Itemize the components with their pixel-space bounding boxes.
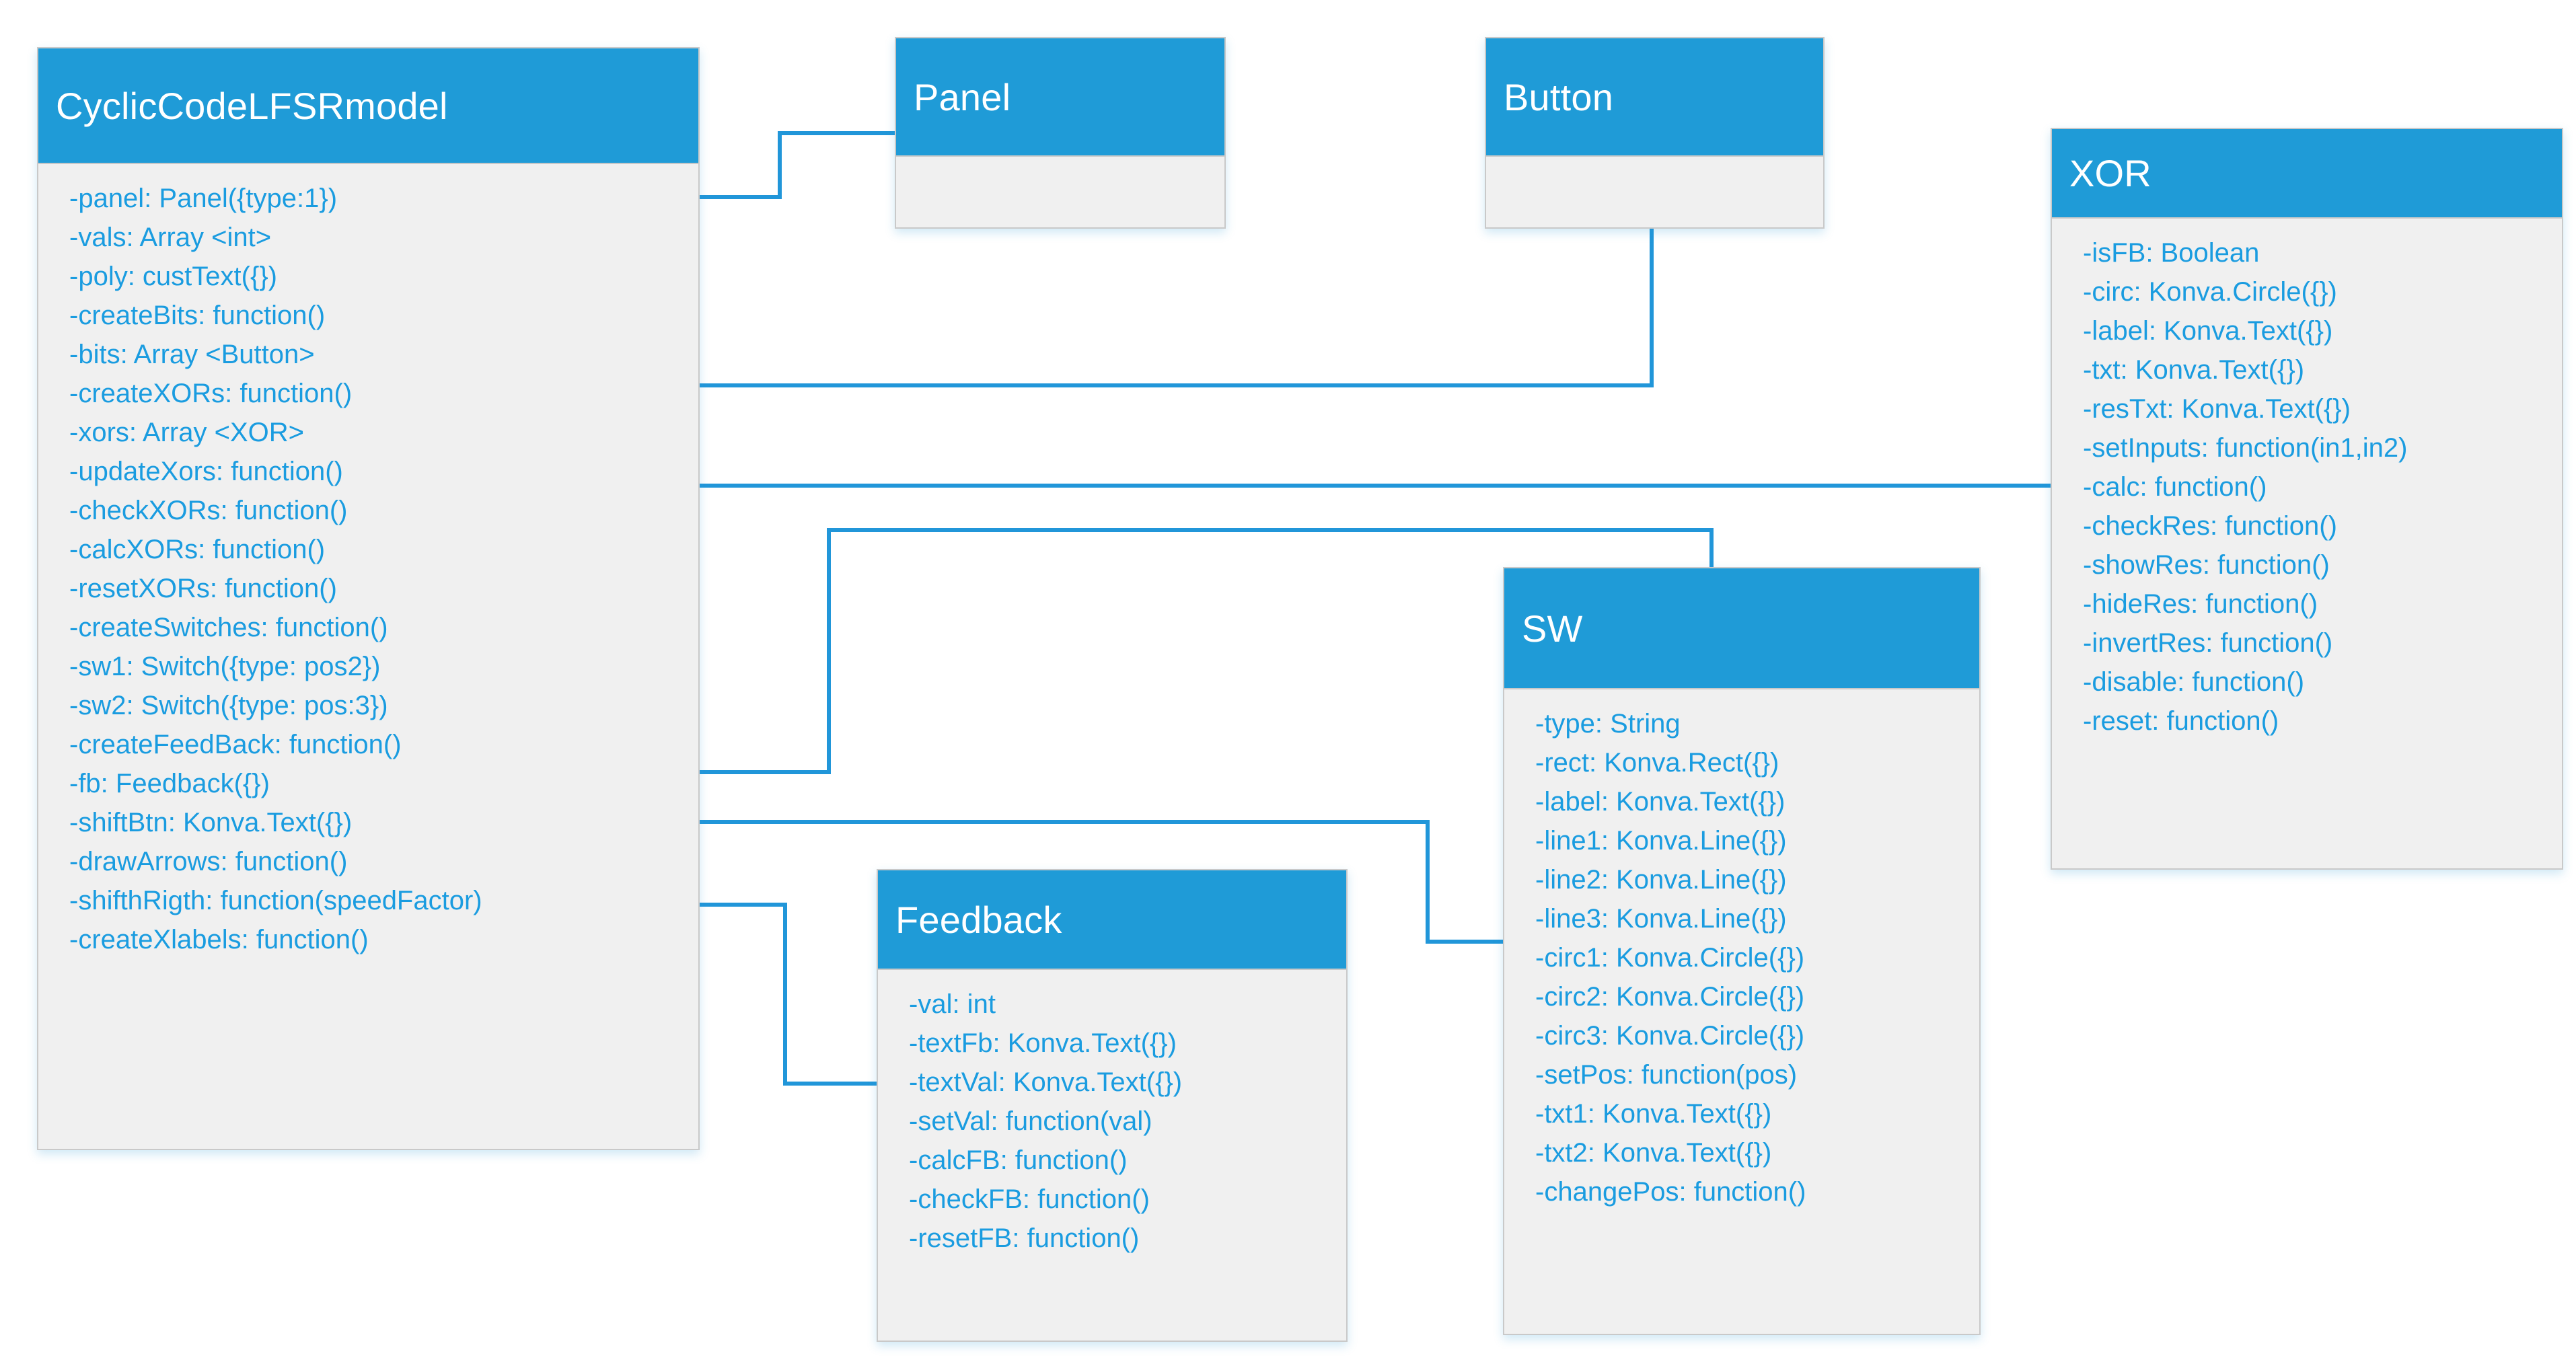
class-box-feedback[interactable]: Feedback -val: int -textFb: Konva.Text({… bbox=[877, 869, 1348, 1342]
member-item: -circ3: Konva.Circle({}) bbox=[1535, 1021, 1805, 1051]
member-item: -hideRes: function() bbox=[2083, 589, 2318, 619]
member-item: -resetXORs: function() bbox=[69, 574, 337, 603]
member-item: -line2: Konva.Line({}) bbox=[1535, 865, 1787, 895]
member-item: -calcFB: function() bbox=[909, 1145, 1128, 1175]
class-members-xor: -isFB: Boolean -circ: Konva.Circle({}) -… bbox=[2052, 219, 2562, 755]
class-title-feedback: Feedback bbox=[878, 870, 1346, 970]
connector-sw1-segment-1 bbox=[686, 770, 831, 774]
member-item: -type: String bbox=[1535, 709, 1681, 739]
member-item: -createXlabels: function() bbox=[69, 925, 369, 954]
member-item: -line1: Konva.Line({}) bbox=[1535, 826, 1787, 856]
class-box-cycliccodelfsrmodel[interactable]: CyclicCodeLFSRmodel -panel: Panel({type:… bbox=[37, 47, 700, 1150]
member-item: -createSwitches: function() bbox=[69, 613, 388, 642]
class-members-cycliccodelfsrmodel: -panel: Panel({type:1}) -vals: Array <in… bbox=[38, 164, 698, 974]
connector-bits-segment-1 bbox=[686, 383, 1654, 387]
class-members-sw: -type: String -rect: Konva.Rect({}) -lab… bbox=[1504, 689, 1979, 1226]
member-item: -setInputs: function(in1,in2) bbox=[2083, 433, 2408, 463]
member-item: -bits: Array <Button> bbox=[69, 340, 315, 369]
connector-sw1-segment-3 bbox=[827, 528, 1714, 532]
member-item: -checkRes: function() bbox=[2083, 511, 2337, 541]
member-item: -reset: function() bbox=[2083, 706, 2279, 736]
member-item: -shifthRigth: function(speedFactor) bbox=[69, 886, 482, 915]
class-box-xor[interactable]: XOR -isFB: Boolean -circ: Konva.Circle({… bbox=[2051, 128, 2563, 870]
class-title-cycliccodelfsrmodel: CyclicCodeLFSRmodel bbox=[38, 48, 698, 164]
connector-sw2-segment-3 bbox=[1426, 940, 1503, 944]
connector-fb-segment-2 bbox=[783, 903, 787, 1086]
member-item: -drawArrows: function() bbox=[69, 847, 348, 876]
class-title-button: Button bbox=[1486, 38, 1823, 157]
member-item: -createXORs: function() bbox=[69, 379, 353, 408]
member-item: -calc: function() bbox=[2083, 472, 2267, 502]
member-item: -showRes: function() bbox=[2083, 550, 2330, 580]
member-item: -textFb: Konva.Text({}) bbox=[909, 1028, 1177, 1058]
member-item: -createFeedBack: function() bbox=[69, 730, 402, 759]
member-item: -changePos: function() bbox=[1535, 1177, 1806, 1207]
member-item: -setVal: function(val) bbox=[909, 1106, 1152, 1136]
member-item: -sw1: Switch({type: pos2}) bbox=[69, 652, 381, 681]
member-item: -checkXORs: function() bbox=[69, 496, 348, 525]
member-item: -circ2: Konva.Circle({}) bbox=[1535, 982, 1805, 1012]
member-item: -val: int bbox=[909, 989, 996, 1019]
member-item: -updateXors: function() bbox=[69, 457, 343, 486]
connector-panel-segment-1 bbox=[686, 195, 782, 199]
member-item: -xors: Array <XOR> bbox=[69, 418, 304, 447]
member-item: -circ: Konva.Circle({}) bbox=[2083, 277, 2337, 307]
connector-sw1-segment-4 bbox=[1709, 528, 1714, 568]
member-item: -invertRes: function() bbox=[2083, 628, 2333, 658]
member-item: -checkFB: function() bbox=[909, 1184, 1150, 1214]
connector-fb-segment-3 bbox=[783, 1082, 877, 1086]
member-item: -textVal: Konva.Text({}) bbox=[909, 1067, 1183, 1097]
member-item: -createBits: function() bbox=[69, 301, 326, 330]
member-item: -label: Konva.Text({}) bbox=[2083, 316, 2333, 346]
connector-xors-segment-1 bbox=[686, 484, 2052, 488]
member-item: -vals: Array <int> bbox=[69, 223, 272, 252]
connector-sw2-segment-1 bbox=[686, 820, 1430, 824]
member-item: -rect: Konva.Rect({}) bbox=[1535, 748, 1779, 778]
member-item: -txt2: Konva.Text({}) bbox=[1535, 1138, 1772, 1168]
member-item: -resetFB: function() bbox=[909, 1223, 1140, 1253]
class-title-xor: XOR bbox=[2052, 129, 2562, 219]
member-item: -txt1: Konva.Text({}) bbox=[1535, 1099, 1772, 1129]
member-item: -sw2: Switch({type: pos:3}) bbox=[69, 691, 388, 720]
class-box-button[interactable]: Button bbox=[1485, 37, 1825, 229]
class-box-panel[interactable]: Panel bbox=[895, 37, 1226, 229]
connector-fb-segment-1 bbox=[686, 903, 787, 907]
connector-panel-segment-3 bbox=[778, 131, 896, 135]
member-item: -fb: Feedback({}) bbox=[69, 769, 270, 798]
member-item: -resTxt: Konva.Text({}) bbox=[2083, 394, 2351, 424]
class-box-sw[interactable]: SW -type: String -rect: Konva.Rect({}) -… bbox=[1503, 567, 1981, 1335]
class-title-panel: Panel bbox=[896, 38, 1224, 157]
connector-panel-segment-2 bbox=[778, 131, 782, 199]
member-item: -panel: Panel({type:1}) bbox=[69, 184, 338, 213]
connector-bits-segment-2 bbox=[1650, 227, 1654, 387]
member-item: -isFB: Boolean bbox=[2083, 238, 2260, 268]
member-item: -setPos: function(pos) bbox=[1535, 1060, 1798, 1090]
class-members-feedback: -val: int -textFb: Konva.Text({}) -textV… bbox=[878, 970, 1346, 1273]
member-item: -disable: function() bbox=[2083, 667, 2305, 697]
member-item: -calcXORs: function() bbox=[69, 535, 326, 564]
member-item: -poly: custText({}) bbox=[69, 262, 278, 291]
member-item: -shiftBtn: Konva.Text({}) bbox=[69, 808, 353, 837]
member-item: -line3: Konva.Line({}) bbox=[1535, 904, 1787, 934]
connector-sw1-segment-2 bbox=[827, 528, 831, 774]
class-title-sw: SW bbox=[1504, 568, 1979, 689]
connector-sw2-segment-2 bbox=[1426, 820, 1430, 944]
member-item: -txt: Konva.Text({}) bbox=[2083, 355, 2305, 385]
member-item: -circ1: Konva.Circle({}) bbox=[1535, 943, 1805, 973]
member-item: -label: Konva.Text({}) bbox=[1535, 787, 1786, 817]
